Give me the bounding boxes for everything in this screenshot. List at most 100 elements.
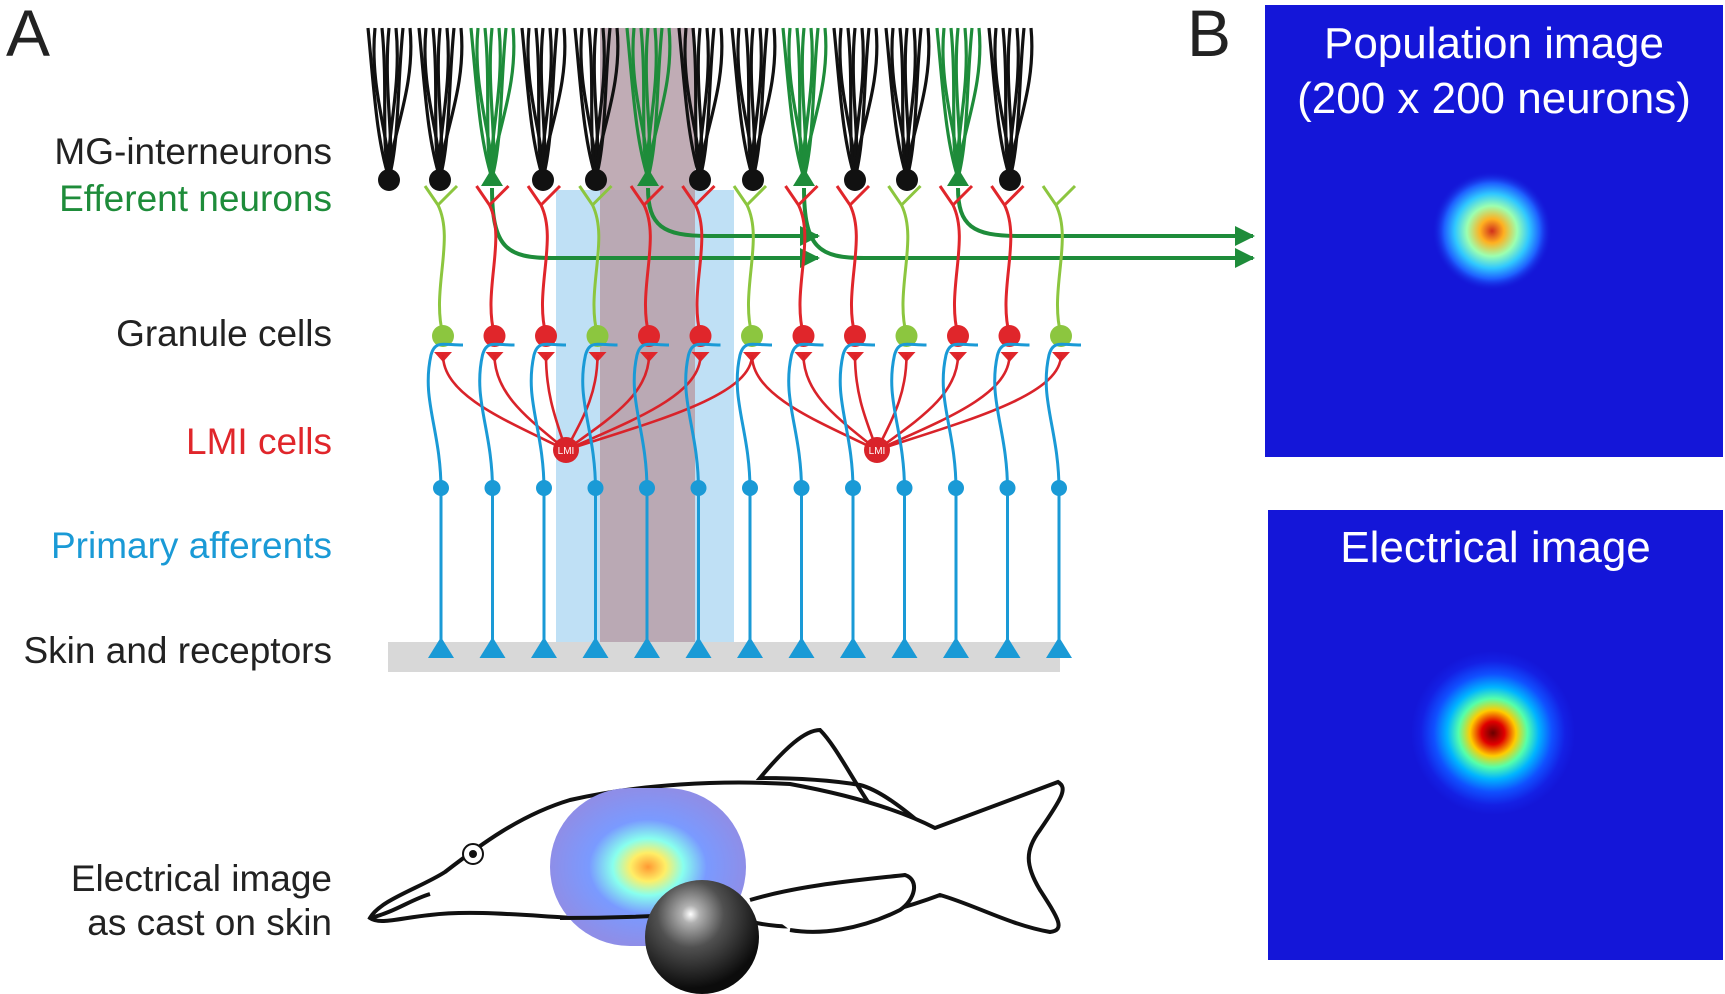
mg-dendrite	[431, 27, 442, 179]
label-electrical-image-line1: Electrical image	[70, 858, 332, 899]
afferent-soma	[484, 480, 501, 496]
efferent-dendrite	[490, 27, 508, 179]
mg-interneuron	[730, 27, 777, 191]
efferent-axon-arrow	[802, 187, 1255, 268]
fish-mouth-line	[369, 892, 431, 920]
granule-cell-branch	[951, 184, 974, 207]
label-efferent-neurons: Efferent neurons	[59, 178, 332, 219]
mg-dendrite	[1008, 27, 1034, 179]
granule-cell-axon-red	[475, 185, 498, 336]
mg-interneuron	[677, 27, 724, 191]
population-title-line2: (200 x 200 neurons)	[1297, 74, 1691, 123]
mg-soma	[999, 169, 1021, 191]
skin-receptor	[1046, 637, 1072, 658]
skin-receptor	[788, 637, 815, 658]
mg-dendrite	[905, 27, 931, 179]
granule-cell-axon-green	[887, 185, 910, 336]
afferent-soma	[999, 480, 1016, 496]
efferent-dendrite	[490, 27, 516, 179]
efferent-dendrite	[955, 27, 968, 179]
mg-dendrite	[534, 27, 545, 179]
mg-dendrite	[1001, 27, 1012, 179]
mg-dendrite	[437, 27, 450, 179]
efferent-dendrite	[949, 27, 960, 179]
panel-a-letter: A	[6, 0, 51, 70]
lmi-cell-tag: LMI	[558, 446, 575, 457]
mg-soma	[429, 169, 451, 191]
efferent-dendrite	[483, 27, 494, 179]
skin-receptor	[428, 637, 454, 658]
lmi-projection	[565, 354, 651, 452]
mg-dendrite	[987, 27, 1012, 179]
electrical-title: Electrical image	[1340, 523, 1651, 572]
mg-dendrite	[846, 27, 857, 179]
efferent-dendrite	[646, 27, 672, 179]
afferent-soma	[845, 480, 861, 496]
granule-cell-green	[741, 325, 763, 347]
efferent-dendrite	[801, 27, 814, 179]
mg-dendrite	[520, 27, 545, 179]
efferent-dendrite	[489, 27, 502, 179]
granule-cell-branch	[436, 184, 459, 207]
lmi-cell-tag: LMI	[869, 446, 886, 457]
mg-dendrite	[438, 27, 456, 179]
efferent-dendrite	[935, 27, 960, 179]
mg-dendrite	[750, 27, 763, 179]
primary-afferent-fiber	[1044, 342, 1082, 648]
granule-cell-branch	[591, 184, 613, 207]
mg-dendrite	[904, 27, 917, 179]
mg-interneuron	[832, 27, 879, 191]
mg-soma	[689, 169, 711, 191]
fish-pectoral-fin	[749, 872, 916, 934]
lmi-cell	[553, 437, 579, 463]
efferent-dendrite	[645, 27, 658, 179]
label-primary-afferents: Primary afferents	[50, 525, 332, 566]
population-title-line1: Population image	[1323, 19, 1664, 68]
granule-cell-branch	[797, 184, 819, 207]
granule-cell-branch	[848, 184, 871, 207]
skin-receptor	[582, 637, 609, 658]
mg-interneuron	[573, 27, 620, 191]
mg-dendrite	[1007, 27, 1020, 179]
efferent-soma	[481, 168, 503, 186]
mg-soma	[532, 169, 554, 191]
mg-dendrite	[594, 27, 612, 179]
mg-dendrite	[380, 27, 391, 179]
primary-afferent-fiber	[941, 342, 979, 648]
primary-afferent-fiber	[529, 342, 567, 648]
mg-dendrite	[593, 27, 606, 179]
granule-cell-green	[895, 325, 918, 347]
efferent-dendrite	[802, 27, 820, 179]
mg-dendrite	[691, 27, 702, 179]
granule-cell-axon-red	[526, 185, 549, 336]
fish-pupil	[469, 850, 477, 858]
granule-cell-red	[638, 325, 660, 347]
mg-dendrite	[1008, 27, 1026, 179]
afferent-soma	[536, 480, 552, 496]
efferent-dendrite	[956, 27, 982, 179]
granule-cell-axon-green	[578, 185, 601, 336]
granule-cell-axon-red	[629, 185, 652, 336]
efferent-dendrite	[639, 27, 650, 179]
label-granule-cells: Granule cells	[116, 313, 332, 354]
panel-b-letter: B	[1187, 0, 1232, 70]
lmi-projection	[876, 354, 960, 452]
mg-dendrite	[751, 27, 769, 179]
mg-interneuron	[884, 27, 931, 191]
skin-receptor	[737, 637, 763, 658]
skin-receptor	[840, 637, 866, 658]
mg-dendrite	[853, 27, 871, 179]
granule-cell-axon-green	[423, 185, 446, 336]
mg-dendrite	[905, 27, 923, 179]
granule-cell-branch	[745, 184, 768, 207]
granule-cell-layer	[423, 184, 1077, 362]
granule-cell-branch	[488, 184, 510, 207]
primary-afferent-fiber	[581, 342, 618, 648]
mg-dendrite	[587, 27, 598, 179]
granule-cell-branch	[539, 184, 562, 207]
efferent-soma	[793, 168, 815, 186]
granule-cell-red	[844, 325, 866, 347]
mg-dendrite	[884, 27, 909, 179]
afferent-soma	[433, 480, 449, 496]
mg-dendrite	[853, 27, 879, 179]
